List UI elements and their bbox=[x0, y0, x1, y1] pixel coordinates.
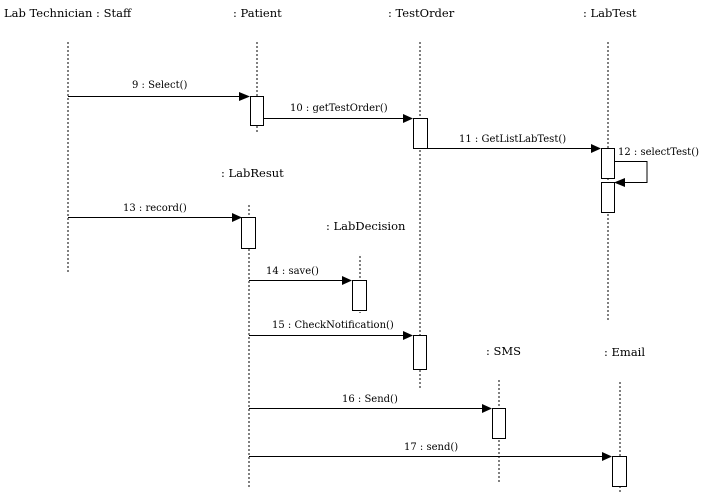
object-label-sms: : SMS bbox=[486, 344, 521, 358]
arrowhead-icon bbox=[403, 114, 413, 123]
activation-labtest-2 bbox=[601, 182, 615, 213]
message-12: 12 : selectTest() bbox=[614, 147, 699, 187]
activation-email bbox=[612, 456, 627, 487]
message-line bbox=[614, 161, 648, 183]
object-label-labdecision: : LabDecision bbox=[326, 219, 406, 233]
message-14: 14 : save() bbox=[249, 266, 352, 285]
message-15: 15 : CheckNotification() bbox=[249, 320, 413, 340]
message-label: 14 : save() bbox=[266, 266, 319, 277]
message-10: 10 : getTestOrder() bbox=[263, 103, 413, 123]
object-label-email: : Email bbox=[604, 345, 645, 359]
activation-sms bbox=[492, 408, 506, 439]
object-label-testorder: : TestOrder bbox=[388, 6, 455, 20]
activation-patient bbox=[250, 96, 264, 126]
message-label: 13 : record() bbox=[123, 203, 187, 214]
activation-testorder-2 bbox=[413, 335, 427, 370]
arrowhead-icon bbox=[602, 452, 612, 461]
message-label: 12 : selectTest() bbox=[618, 147, 699, 158]
message-label: 11 : GetListLabTest() bbox=[459, 134, 566, 145]
message-label: 16 : Send() bbox=[342, 394, 398, 405]
message-label: 9 : Select() bbox=[132, 80, 187, 91]
message-label: 15 : CheckNotification() bbox=[272, 320, 394, 331]
arrowhead-icon bbox=[342, 276, 352, 285]
arrowhead-icon bbox=[614, 178, 625, 187]
object-label-patient: : Patient bbox=[233, 6, 282, 20]
message-label: 10 : getTestOrder() bbox=[290, 103, 388, 114]
message-16: 16 : Send() bbox=[249, 394, 492, 413]
message-label: 17 : send() bbox=[404, 442, 458, 453]
arrowhead-icon bbox=[591, 144, 601, 153]
arrowhead-icon bbox=[239, 92, 250, 101]
activation-labtest-1 bbox=[601, 148, 615, 179]
activation-testorder-1 bbox=[413, 118, 428, 149]
message-9: 9 : Select() bbox=[68, 80, 250, 101]
arrowhead-icon bbox=[482, 404, 492, 413]
message-17: 17 : send() bbox=[249, 442, 612, 461]
arrowhead-icon bbox=[232, 213, 242, 222]
activation-labdecision bbox=[352, 280, 367, 311]
object-label-labresult: : LabResut bbox=[221, 166, 284, 180]
activation-labresult bbox=[241, 217, 256, 249]
object-label-labtest: : LabTest bbox=[583, 6, 637, 20]
arrowhead-icon bbox=[403, 331, 413, 340]
message-11: 11 : GetListLabTest() bbox=[427, 134, 601, 153]
object-label-staff: Lab Technician : Staff bbox=[4, 6, 132, 20]
message-13: 13 : record() bbox=[68, 203, 242, 222]
